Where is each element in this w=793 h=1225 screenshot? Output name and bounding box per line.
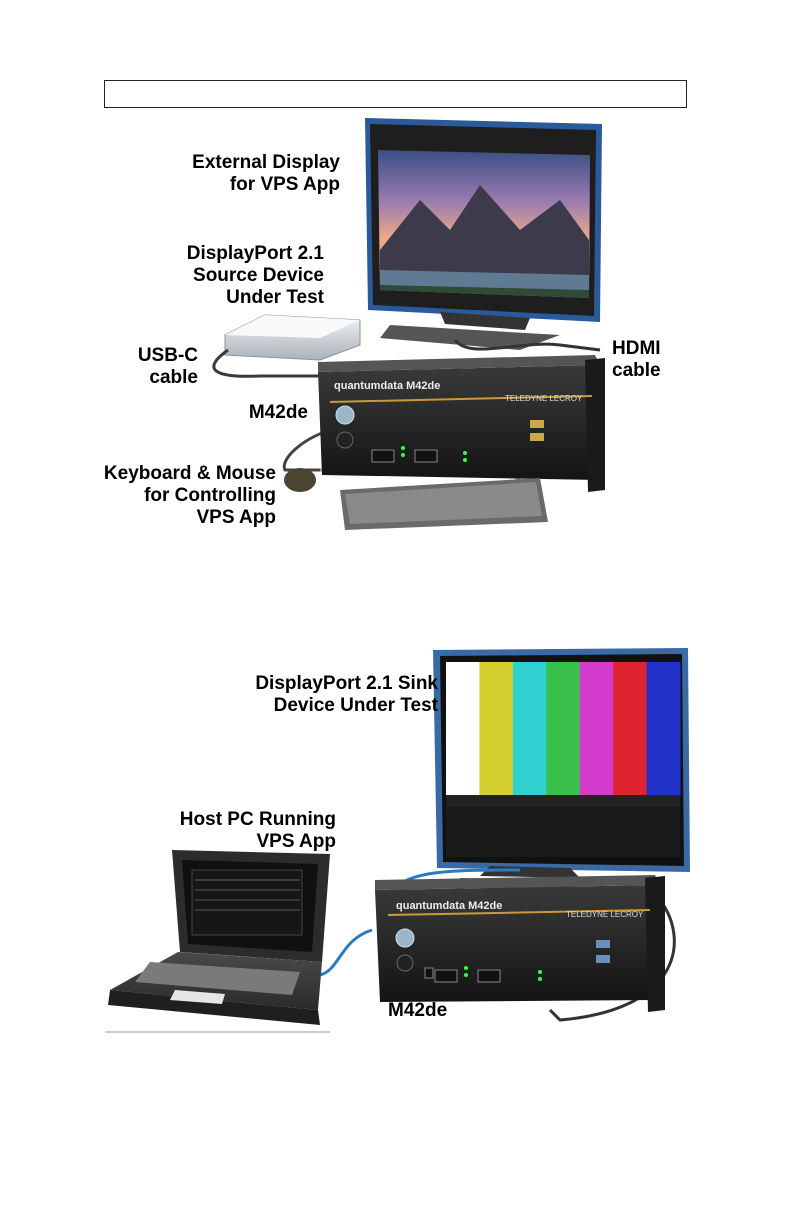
label-host-pc: Host PC Running VPS App [150, 809, 336, 853]
label-m42de-1: M42de [220, 402, 308, 424]
label-external-display: External Display for VPS App [150, 152, 340, 196]
m42de-chassis-2 [375, 875, 665, 1012]
color-bar [546, 662, 580, 795]
color-bar [647, 662, 681, 795]
color-bar [613, 662, 647, 795]
device-brand-text: quantumdata M42de [334, 380, 440, 392]
label-sink-device: DisplayPort 2.1 Sink Device Under Test [230, 673, 438, 717]
label-source-device: DisplayPort 2.1 Source Device Under Test [150, 243, 324, 309]
keyboard [340, 478, 548, 530]
label-keyboard-mouse: Keyboard & Mouse for Controlling VPS App [100, 463, 276, 529]
mouse [284, 468, 316, 492]
device-maker-text-2: TELEDYNE LECROY [566, 910, 643, 919]
color-bar [446, 662, 480, 795]
label-usbc-cable: USB-C cable [110, 345, 198, 389]
m42de-chassis [318, 355, 605, 492]
device-brand-text-2: quantumdata M42de [396, 900, 502, 912]
device-maker-text: TELEDYNE LECROY [505, 394, 582, 403]
external-display-monitor [365, 118, 602, 350]
color-bar [513, 662, 547, 795]
color-bar [580, 662, 614, 795]
host-pc-laptop [108, 850, 330, 1025]
label-hdmi-cable: HDMI cable [612, 338, 682, 382]
sink-monitor [433, 648, 690, 890]
label-m42de-2: M42de [388, 1000, 478, 1022]
source-device-box [225, 315, 360, 360]
color-bar [479, 662, 513, 795]
